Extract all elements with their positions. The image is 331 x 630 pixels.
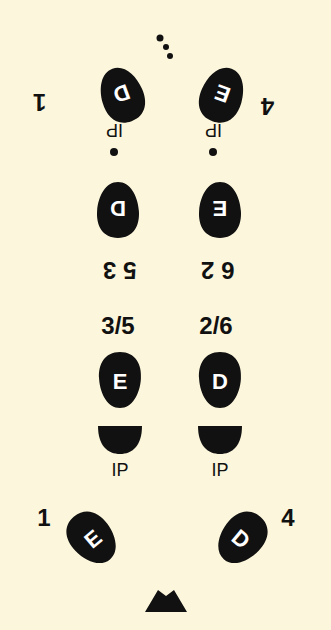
position-label: IP bbox=[205, 121, 222, 139]
footprint: E bbox=[98, 351, 142, 409]
heel-mark bbox=[198, 426, 242, 454]
step-number: 1 bbox=[37, 506, 50, 530]
step-number: 4 bbox=[281, 506, 294, 530]
dot-mark bbox=[157, 35, 164, 42]
step-number: 4 bbox=[261, 94, 274, 118]
position-label: IP bbox=[106, 121, 123, 139]
step-number: 6 2 bbox=[201, 258, 234, 282]
dot-mark bbox=[167, 53, 173, 59]
step-number: 5 3 bbox=[103, 258, 136, 282]
heel-mark bbox=[98, 426, 142, 454]
foot-letter: D bbox=[96, 197, 140, 219]
step-number: 1 bbox=[33, 90, 46, 114]
footprint: D bbox=[91, 60, 152, 130]
step-number: 3/5 bbox=[101, 314, 134, 338]
footprint: D bbox=[198, 351, 242, 409]
footprint: E bbox=[57, 502, 128, 575]
wedge-mark bbox=[145, 590, 187, 612]
footprint: D bbox=[207, 502, 278, 575]
position-label: IP bbox=[211, 461, 228, 479]
footprint: E bbox=[198, 181, 242, 239]
foot-letter: E bbox=[98, 371, 142, 393]
dot-mark bbox=[163, 44, 169, 50]
heel-mark bbox=[110, 148, 118, 156]
footprint: E bbox=[191, 60, 252, 130]
heel-mark bbox=[209, 148, 217, 156]
footprint: D bbox=[96, 181, 140, 239]
foot-letter: E bbox=[198, 197, 242, 219]
foot-letter: D bbox=[198, 371, 242, 393]
step-number: 2/6 bbox=[199, 314, 232, 338]
position-label: IP bbox=[111, 461, 128, 479]
